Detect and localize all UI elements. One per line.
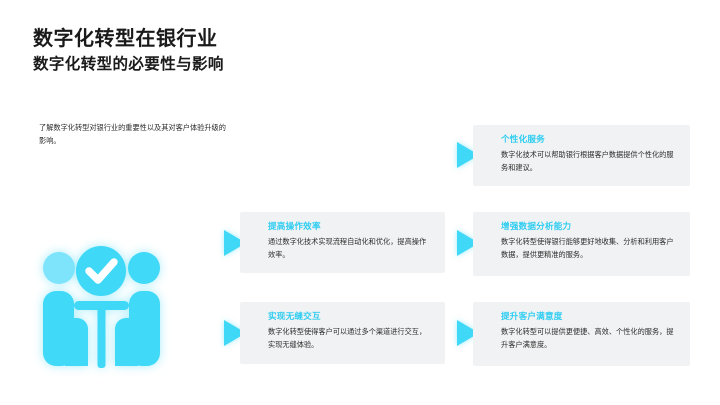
person-right-arm-icon	[115, 318, 138, 366]
person-right-head-icon	[128, 252, 160, 284]
card-customer-satisfaction[interactable]: 提升客户满意度 数字化转型可以提供更便捷、高效、个性化的服务，提升客户满意度。	[473, 302, 690, 366]
intro-text: 了解数字化转型对银行业的重要性以及其对客户体验升级的影响。	[39, 123, 226, 146]
three-people-checkmark-illustration	[34, 246, 169, 376]
slide-header: 数字化转型在银行业 数字化转型的必要性与影响	[33, 26, 483, 76]
card-data-analytics[interactable]: 增强数据分析能力 数字化转型使得银行能够更好地收集、分析和利用客户数据，提供更精…	[473, 212, 690, 276]
card-title-seamless-interaction: 实现无缝交互	[268, 311, 321, 321]
intro-paragraph: 了解数字化转型对银行业的重要性以及其对客户体验升级的影响。	[39, 121, 229, 148]
card-title-operational-efficiency: 提高操作效率	[268, 221, 321, 231]
page-subtitle: 数字化转型的必要性与影响	[33, 56, 224, 74]
card-body-customer-satisfaction: 数字化转型可以提供更便捷、高效、个性化的服务，提升客户满意度。	[501, 327, 674, 349]
check-mark-icon	[85, 258, 118, 284]
card-seamless-interaction[interactable]: 实现无缝交互 数字化转型使得客户可以通过多个渠道进行交互，实现无缝体验。	[240, 302, 445, 364]
person-left-arm-icon	[65, 318, 88, 366]
page-title: 数字化转型在银行业	[33, 28, 218, 50]
card-title-personalized-service: 个性化服务	[501, 134, 545, 144]
table-stem-icon	[97, 306, 106, 368]
card-title-customer-satisfaction: 提升客户满意度	[501, 311, 563, 321]
card-operational-efficiency[interactable]: 提高操作效率 通过数字化技术实现流程自动化和优化，提高操作效率。	[240, 212, 445, 273]
card-body-seamless-interaction: 数字化转型使得客户可以通过多个渠道进行交互，实现无缝体验。	[268, 327, 427, 349]
card-body-data-analytics: 数字化转型使得银行能够更好地收集、分析和利用客户数据，提供更精准的服务。	[501, 237, 674, 259]
card-body-personalized-service: 数字化技术可以帮助银行根据客户数据提供个性化的服务和建议。	[501, 150, 674, 172]
card-title-data-analytics: 增强数据分析能力	[501, 221, 572, 231]
card-body-operational-efficiency: 通过数字化技术实现流程自动化和优化，提高操作效率。	[268, 237, 427, 259]
table-top-icon	[74, 301, 129, 310]
card-personalized-service[interactable]: 个性化服务 数字化技术可以帮助银行根据客户数据提供个性化的服务和建议。	[473, 125, 690, 186]
person-left-head-icon	[43, 252, 75, 284]
